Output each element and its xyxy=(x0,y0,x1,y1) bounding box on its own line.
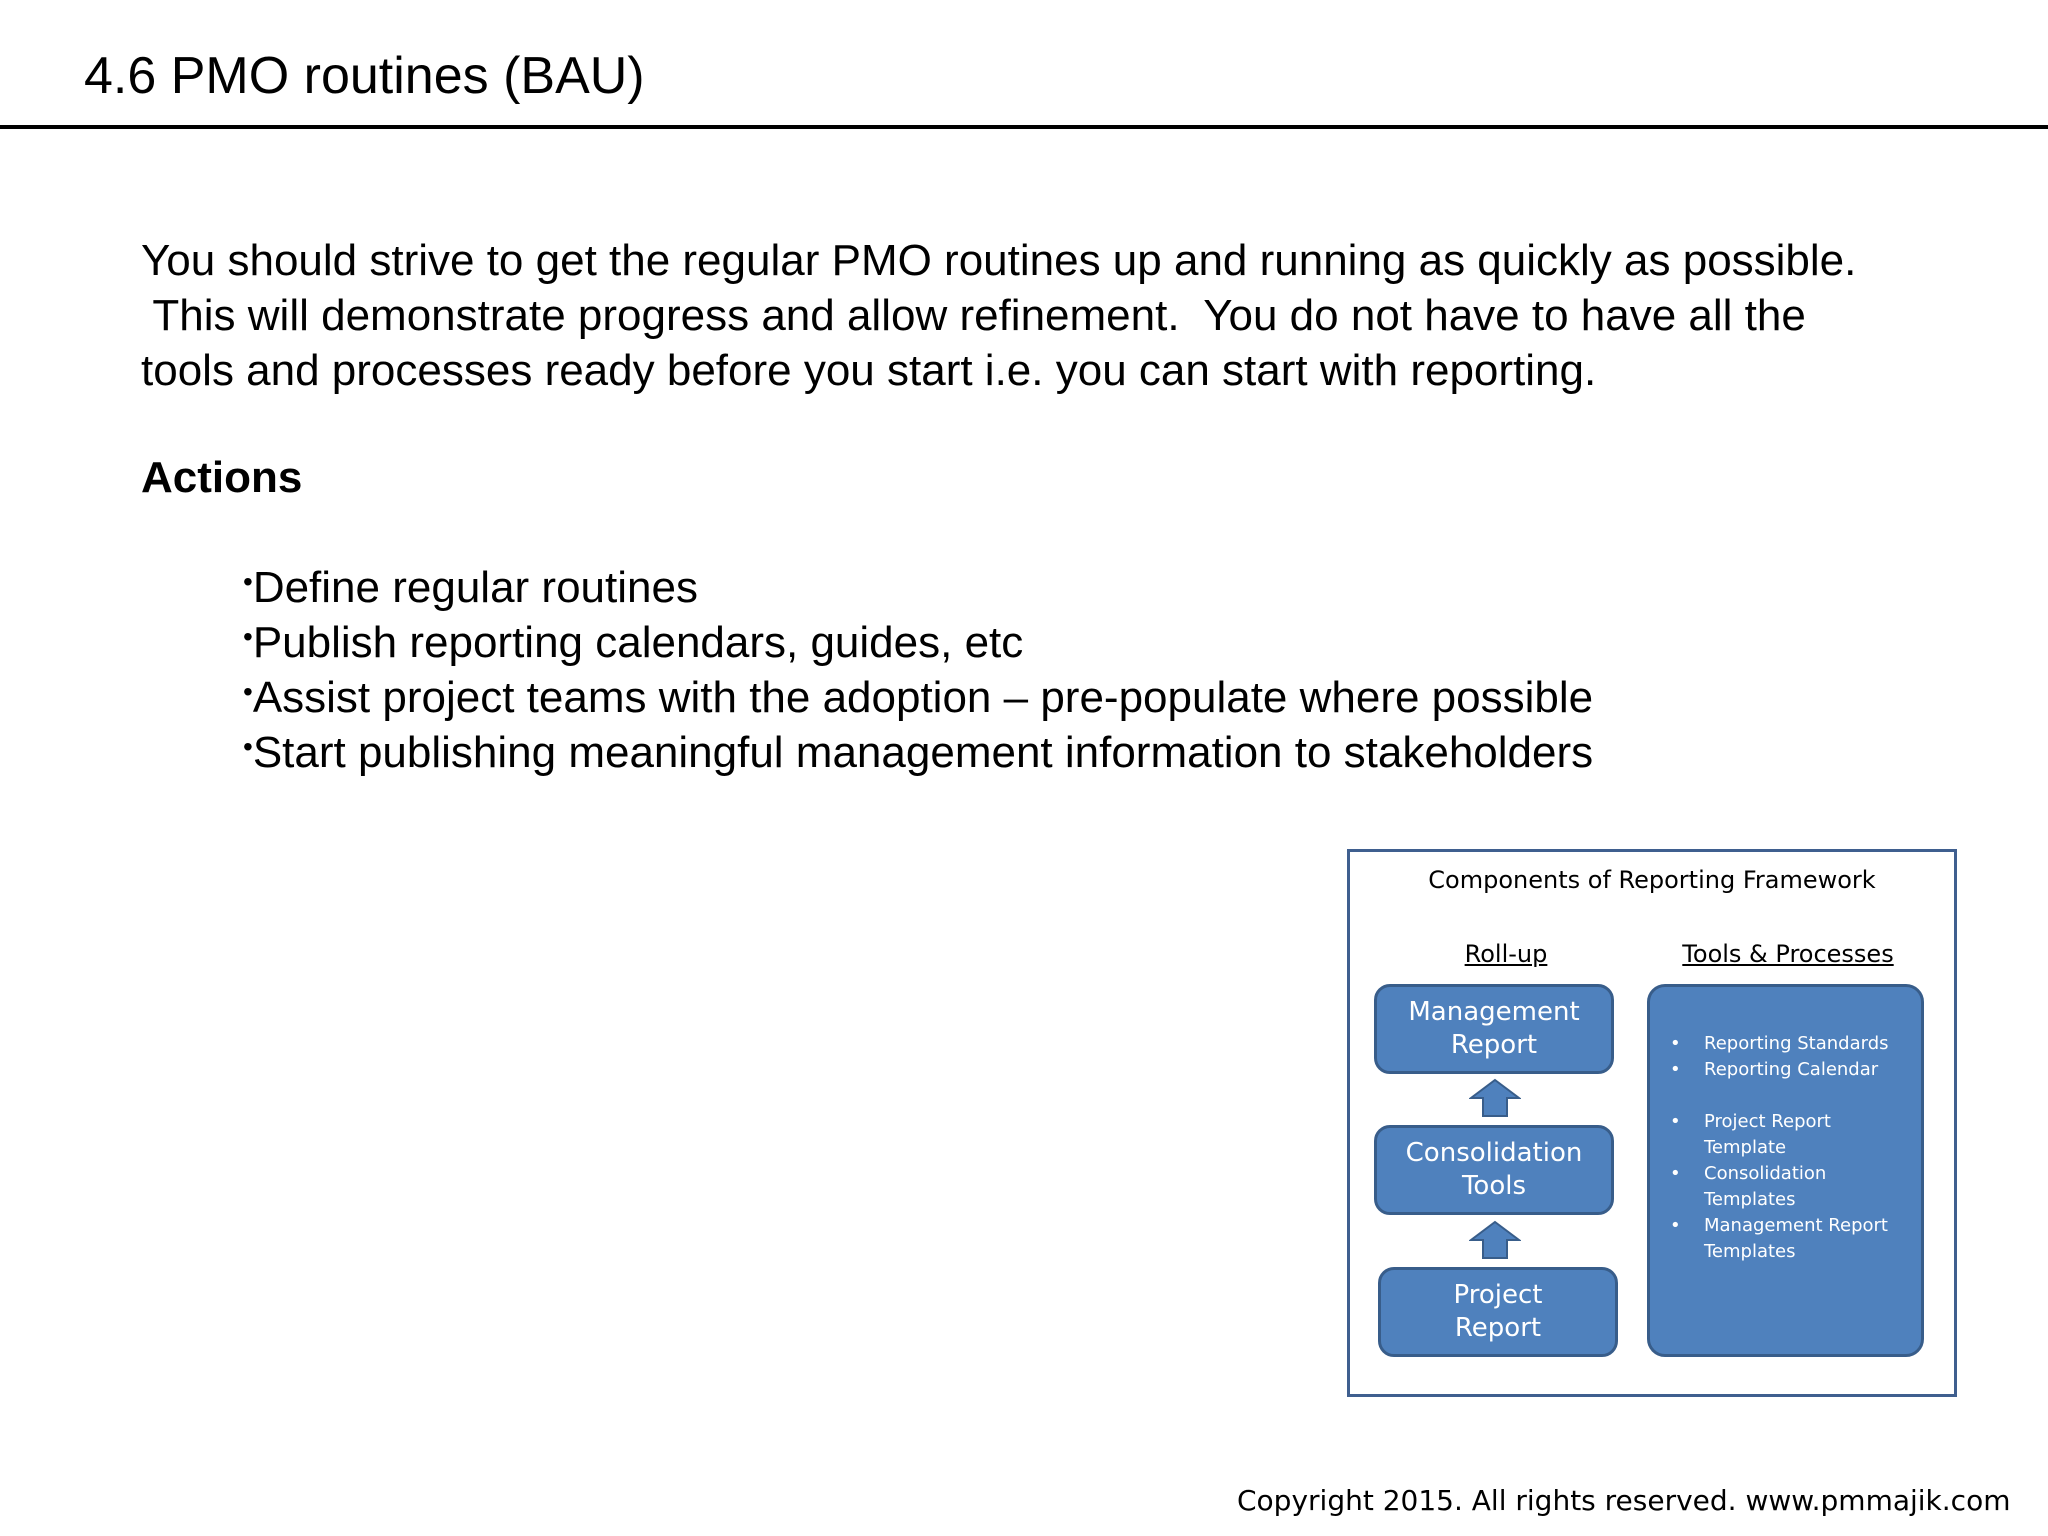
bullet-icon: • xyxy=(243,731,253,762)
action-item-text: Assist project teams with the adoption –… xyxy=(252,673,1594,722)
tools-item-text: Reporting Calendar xyxy=(1704,1059,1879,1080)
tools-item: • Reporting Calendar xyxy=(1666,1057,1889,1083)
management-report-box: Management Report xyxy=(1374,984,1614,1074)
consolidation-tools-box: Consolidation Tools xyxy=(1374,1125,1614,1215)
tools-item-text: Project Report Template xyxy=(1704,1111,1831,1158)
bullet-icon: • xyxy=(1670,1163,1681,1184)
intro-line: You should strive to get the regular PMO… xyxy=(141,236,1857,285)
tools-heading: Tools & Processes xyxy=(1682,940,1894,968)
up-arrow-icon xyxy=(1469,1220,1521,1259)
tools-item: • Management Report Templates xyxy=(1666,1213,1889,1265)
copyright-footer: Copyright 2015. All rights reserved. www… xyxy=(1237,1484,2011,1517)
bullet-icon: • xyxy=(1670,1033,1681,1054)
tools-item: • Consolidation Templates xyxy=(1666,1161,1889,1213)
tools-item-text: Consolidation Templates xyxy=(1704,1163,1827,1210)
title-divider xyxy=(0,125,2048,129)
action-item: •Publish reporting calendars, guides, et… xyxy=(243,615,1593,670)
action-item: •Start publishing meaningful management … xyxy=(243,725,1593,780)
tools-item: • Reporting Standards xyxy=(1666,1031,1889,1057)
tools-processes-box: • Reporting Standards • Reporting Calendar… xyxy=(1647,984,1924,1357)
bullet-icon: • xyxy=(243,566,253,597)
action-item: •Define regular routines xyxy=(243,560,1593,615)
bullet-icon: • xyxy=(243,676,253,707)
diagram-title: Components of Reporting Framework xyxy=(1428,866,1876,894)
action-item-text: Publish reporting calendars, guides, etc xyxy=(252,618,1024,667)
rollup-heading: Roll-up xyxy=(1464,940,1548,968)
action-item: •Assist project teams with the adoption … xyxy=(243,670,1593,725)
reporting-framework-diagram: Components of Reporting Framework Roll-u… xyxy=(1347,849,1957,1397)
bullet-icon: • xyxy=(1670,1059,1681,1080)
tools-list: • Reporting Standards • Reporting Calendar… xyxy=(1666,1031,1889,1265)
actions-list: •Define regular routines •Publish report… xyxy=(243,560,1593,780)
bullet-icon: • xyxy=(243,621,253,652)
bullet-icon: • xyxy=(1670,1111,1681,1132)
action-item-text: Define regular routines xyxy=(252,563,698,612)
project-report-box: Project Report xyxy=(1378,1267,1618,1357)
actions-heading: Actions xyxy=(141,453,303,502)
up-arrow-icon xyxy=(1469,1078,1521,1117)
tools-item-text: Reporting Standards xyxy=(1704,1033,1889,1054)
tools-item-text: Management Report Templates xyxy=(1704,1215,1888,1262)
action-item-text: Start publishing meaningful management i… xyxy=(252,728,1594,777)
tools-item: • Project Report Template xyxy=(1666,1109,1889,1161)
intro-line: This will demonstrate progress and allow… xyxy=(141,291,1806,340)
bullet-icon: • xyxy=(1670,1215,1681,1236)
intro-line: tools and processes ready before you sta… xyxy=(141,346,1597,395)
intro-paragraph: You should strive to get the regular PMO… xyxy=(141,233,2021,398)
slide-title: 4.6 PMO routines (BAU) xyxy=(84,47,645,105)
